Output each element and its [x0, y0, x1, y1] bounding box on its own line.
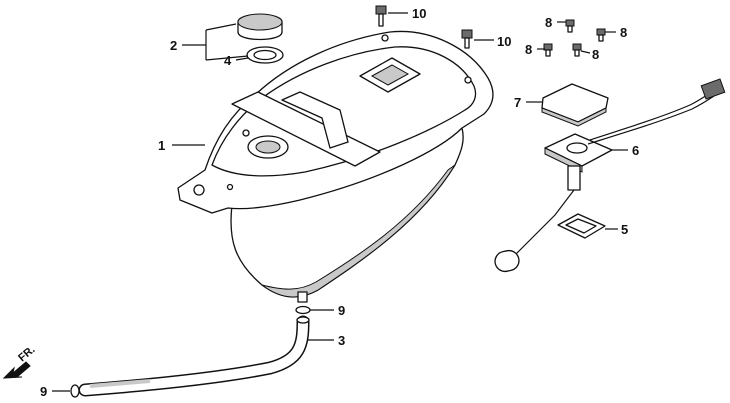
- fuel-sender-unit: [494, 78, 726, 273]
- callout-8: 8: [620, 25, 627, 40]
- fuel-tank: [177, 30, 494, 303]
- callout-8: 8: [592, 47, 599, 62]
- callout-6: 6: [632, 143, 639, 158]
- hose-clip: [70, 384, 80, 398]
- leader-lines: [52, 12, 628, 392]
- callout-1: 1: [158, 138, 165, 153]
- callout-8: 8: [545, 15, 552, 30]
- fuel-hose: [78, 315, 310, 397]
- front-direction-label: FR.: [16, 344, 37, 365]
- sender-cover: [541, 83, 609, 127]
- callout-9: 9: [40, 384, 47, 399]
- arrow-front-icon: [2, 361, 31, 379]
- callout-10: 10: [412, 6, 426, 21]
- bolt: [375, 5, 387, 27]
- callout-9: 9: [338, 303, 345, 318]
- callout-5: 5: [621, 222, 628, 237]
- callout-3: 3: [338, 333, 345, 348]
- cap-seal: [246, 46, 284, 64]
- callout-4: 4: [224, 53, 232, 68]
- screw: [572, 43, 582, 57]
- fuel-cap: [237, 13, 283, 41]
- callout-7: 7: [514, 95, 521, 110]
- callout-8: 8: [525, 42, 532, 57]
- screw: [596, 28, 606, 42]
- callout-2: 2: [170, 38, 177, 53]
- bolt: [461, 29, 473, 49]
- screw: [565, 19, 575, 33]
- screw: [543, 43, 553, 57]
- sender-packing: [557, 213, 606, 239]
- callout-10: 10: [497, 34, 511, 49]
- hose-clip: [295, 305, 311, 315]
